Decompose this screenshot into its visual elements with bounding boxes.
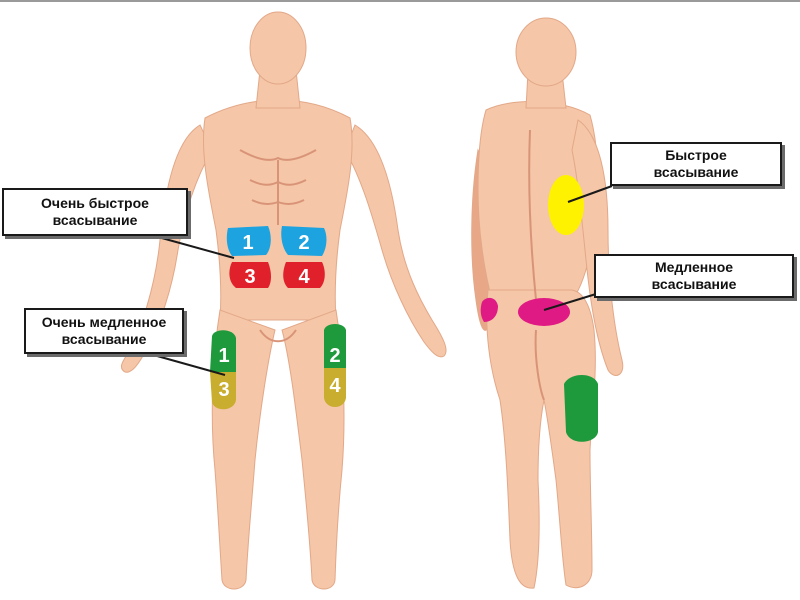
very-slow-absorption-callout: Очень медленное всасывание bbox=[24, 308, 184, 354]
right-thigh-zone-4 bbox=[324, 368, 346, 407]
abdomen-zone-2 bbox=[281, 226, 327, 256]
slow-absorption-callout: Медленное всасывание bbox=[594, 254, 794, 298]
right-thigh-zone-2-label: 2 bbox=[329, 345, 340, 367]
abdomen-zone-3-label: 3 bbox=[244, 266, 255, 288]
buttock-zone bbox=[518, 298, 570, 326]
very-fast-label-line2: всасывание bbox=[52, 212, 138, 228]
right-thigh-zone-2 bbox=[324, 324, 346, 368]
fast-pointer bbox=[567, 185, 613, 203]
left-thigh-zone-3 bbox=[210, 372, 236, 410]
front-shading bbox=[239, 149, 317, 343]
back-shading bbox=[528, 129, 545, 401]
left-thigh-zone-1-label: 1 bbox=[218, 345, 229, 367]
very-slow-pointer bbox=[149, 353, 226, 376]
far-buttock-zone bbox=[480, 297, 498, 322]
abdomen-zone-1 bbox=[226, 226, 271, 256]
slow-label-line1: Медленное bbox=[654, 259, 734, 275]
back-figure bbox=[471, 17, 624, 589]
shoulder-zone bbox=[548, 175, 584, 235]
back-thigh-zone bbox=[564, 375, 598, 442]
thigh-zones: 1 3 2 4 bbox=[210, 324, 346, 410]
fast-label-line2: всасывание bbox=[653, 164, 739, 180]
abdomen-zone-4-label: 4 bbox=[298, 266, 310, 288]
slow-label-line2: всасывание bbox=[651, 276, 737, 292]
slow-pointer bbox=[543, 293, 597, 311]
abdomen-zone-1-label: 1 bbox=[242, 232, 253, 254]
very-slow-label-line1: Очень медленное bbox=[41, 314, 167, 330]
abdomen-zone-4 bbox=[283, 262, 325, 288]
very-fast-absorption-callout: Очень быстрое всасывание bbox=[2, 188, 188, 236]
abdomen-zone-3 bbox=[229, 262, 271, 288]
abdomen-zone-2-label: 2 bbox=[298, 232, 309, 254]
fast-label-line1: Быстрое bbox=[665, 147, 727, 163]
very-fast-label-line1: Очень быстрое bbox=[41, 195, 149, 211]
left-thigh-zone-1 bbox=[210, 330, 236, 372]
fast-absorption-callout: Быстрое всасывание bbox=[610, 142, 782, 186]
very-slow-label-line2: всасывание bbox=[61, 331, 147, 347]
front-figure bbox=[120, 11, 447, 590]
callout-lines bbox=[139, 185, 613, 376]
abdomen-zones: 1 2 3 4 bbox=[226, 226, 327, 288]
very-fast-pointer bbox=[139, 231, 235, 259]
left-thigh-zone-3-label: 3 bbox=[218, 379, 229, 401]
right-thigh-zone-4-label: 4 bbox=[329, 375, 341, 397]
